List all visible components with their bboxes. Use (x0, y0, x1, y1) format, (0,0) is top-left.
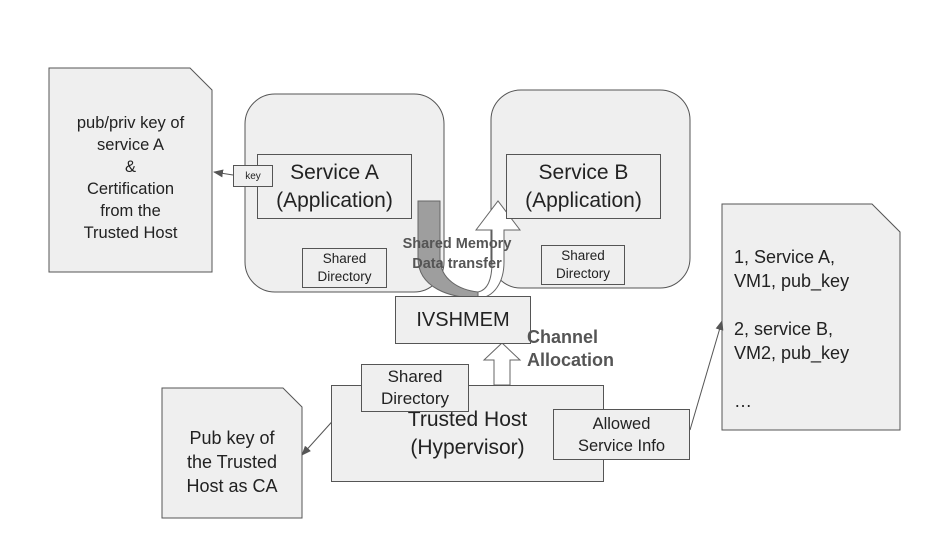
note-trusted-pubkey-shape (161, 387, 303, 519)
note-trusted-pubkey: Pub key of the Trusted Host as CA (186, 428, 278, 496)
channel-allocation-label: Channel Allocation (527, 327, 615, 370)
shared-directory-host: Shared Directory (361, 364, 469, 412)
note-service-list-shape (721, 203, 901, 431)
ivshmem-box: IVSHMEM (395, 296, 531, 344)
note-service-a-key: pub/priv key of service A & Certificatio… (76, 114, 185, 242)
key-to-note-arrow (213, 169, 234, 178)
service-b-box: Service B (Application) (506, 154, 661, 219)
service-a-box: Service A (Application) (257, 154, 412, 219)
allowed-service-info-box: Allowed Service Info (553, 409, 690, 460)
key-tag: key (233, 165, 273, 187)
shared-directory-b: Shared Directory (541, 245, 625, 285)
shared-directory-a: Shared Directory (302, 248, 387, 288)
note-service-a-key-shape (48, 67, 213, 273)
channel-allocation-arrow (482, 342, 522, 386)
shared-memory-label: Shared Memory Data transfer (402, 236, 512, 272)
allowed-info-to-list-arrow (689, 320, 724, 431)
note-service-list: 1, Service A, VM1, pub_key 2, service B,… (734, 247, 850, 411)
